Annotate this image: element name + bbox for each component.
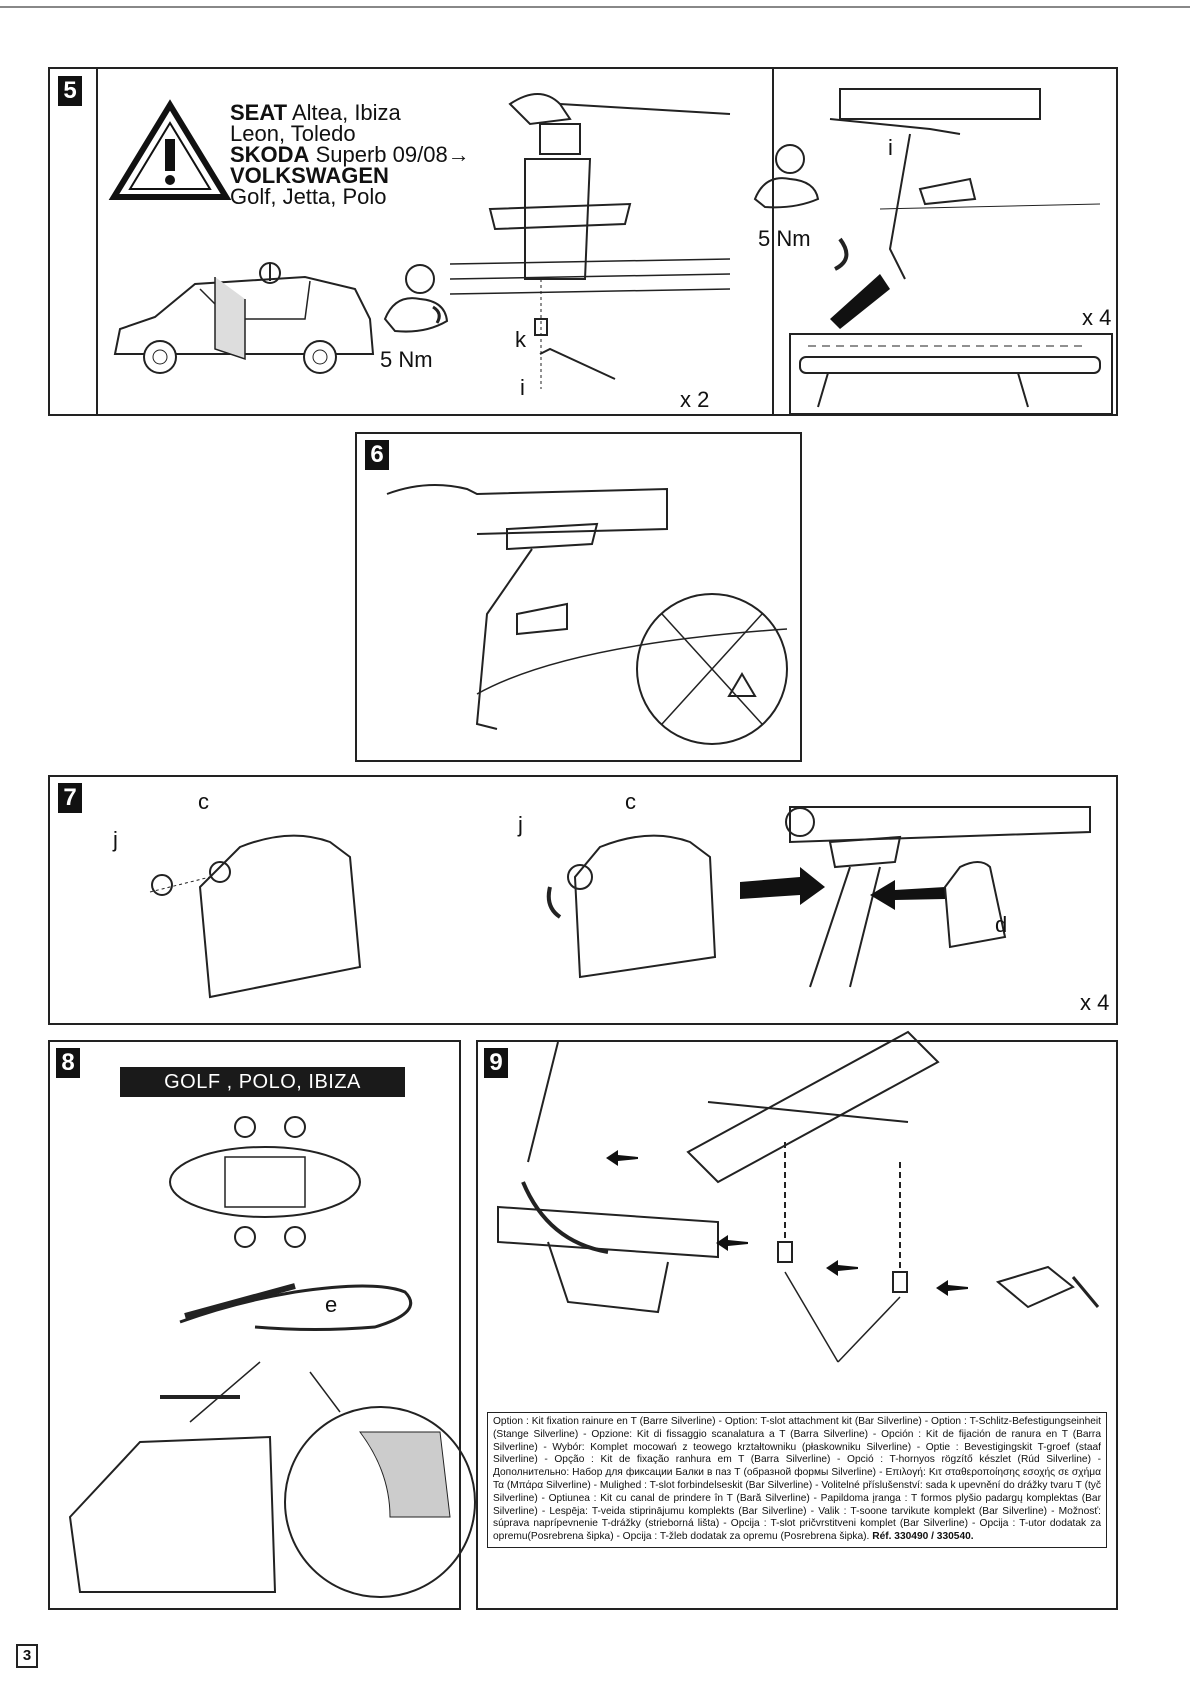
models-skoda: Superb 09/08→	[315, 142, 470, 167]
option-note: Option : Kit fixation rainure en T (Barr…	[487, 1412, 1107, 1548]
label-i-left: i	[520, 375, 525, 400]
label-e: e	[325, 1292, 338, 1317]
models-seat-2: Leon, Toledo	[230, 121, 356, 146]
torque-label-left: 5 Nm	[380, 347, 433, 372]
step7-number: 7	[58, 783, 82, 813]
door-seal-detail-illustration	[68, 1361, 476, 1598]
foot-cover-left-illustration	[149, 834, 362, 999]
label-c-right: c	[625, 789, 636, 814]
count-x4-step7: x 4	[1080, 990, 1110, 1015]
car-top-view-illustration	[169, 1116, 361, 1248]
models-vw: Golf, Jetta, Polo	[230, 184, 387, 209]
brand-seat: SEAT	[230, 100, 288, 125]
bar-side-view-illustration	[789, 333, 1113, 415]
step5-number: 5	[58, 76, 82, 106]
reference-number: Réf. 330490 / 330540.	[872, 1531, 974, 1543]
page-number: 3	[16, 1644, 38, 1668]
bar-removal-illustration	[386, 484, 788, 745]
label-d: d	[995, 912, 1008, 937]
count-x2: x 2	[680, 387, 710, 412]
step8-number: 8	[56, 1048, 80, 1078]
step5-inner-frame	[96, 69, 774, 414]
step6-panel: 6	[355, 432, 802, 762]
brand-vw: VOLKSWAGEN	[230, 163, 389, 188]
label-c-left: c	[198, 789, 209, 814]
label-j-right: j	[518, 812, 523, 837]
label-i-right: i	[888, 135, 893, 160]
step7-panel: 7 c j c j d x 4	[48, 775, 1118, 1025]
person-tightening-icon	[383, 264, 449, 333]
warning-triangle-icon	[108, 99, 232, 200]
vehicle-list: SEAT Altea, Ibiza Leon, Toledo SKODA Sup…	[230, 100, 470, 209]
rubber-seal-strip-illustration	[179, 1283, 413, 1331]
option-text: Option : Kit fixation rainure en T (Barr…	[493, 1416, 1101, 1543]
step8-panel: 8 GOLF , POLO, IBIZA e	[48, 1040, 476, 1610]
step9-number: 9	[484, 1048, 508, 1078]
model-banner: GOLF , POLO, IBIZA	[120, 1067, 405, 1097]
clamp-tightening-illustration	[753, 88, 1101, 329]
tslot-kit-illustration	[497, 1030, 1100, 1363]
count-x4-step5: x 4	[1082, 305, 1112, 330]
torque-label-right: 5 Nm	[758, 226, 811, 251]
label-k: k	[515, 327, 526, 352]
hatchback-car-illustration	[113, 262, 375, 374]
brand-skoda: SKODA	[230, 142, 310, 167]
top-rule	[0, 6, 1190, 8]
step5-panel: 5 SEAT Altea, Ibiza Leon, Toledo SKODA S…	[48, 67, 1118, 416]
step6-number: 6	[365, 440, 389, 470]
models-seat: Altea, Ibiza	[291, 100, 401, 125]
label-j-left: j	[113, 827, 118, 852]
foot-cover-right-illustration	[546, 806, 1091, 988]
roof-bar-foot-illustration	[449, 93, 731, 389]
